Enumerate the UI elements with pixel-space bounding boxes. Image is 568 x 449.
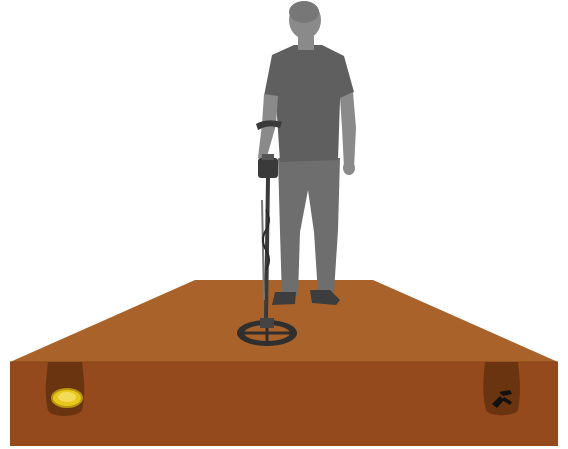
scrap-hole xyxy=(483,362,520,415)
person-with-metal-detector xyxy=(258,1,356,305)
ground-front-face xyxy=(10,362,558,446)
coin-hole xyxy=(46,362,85,416)
